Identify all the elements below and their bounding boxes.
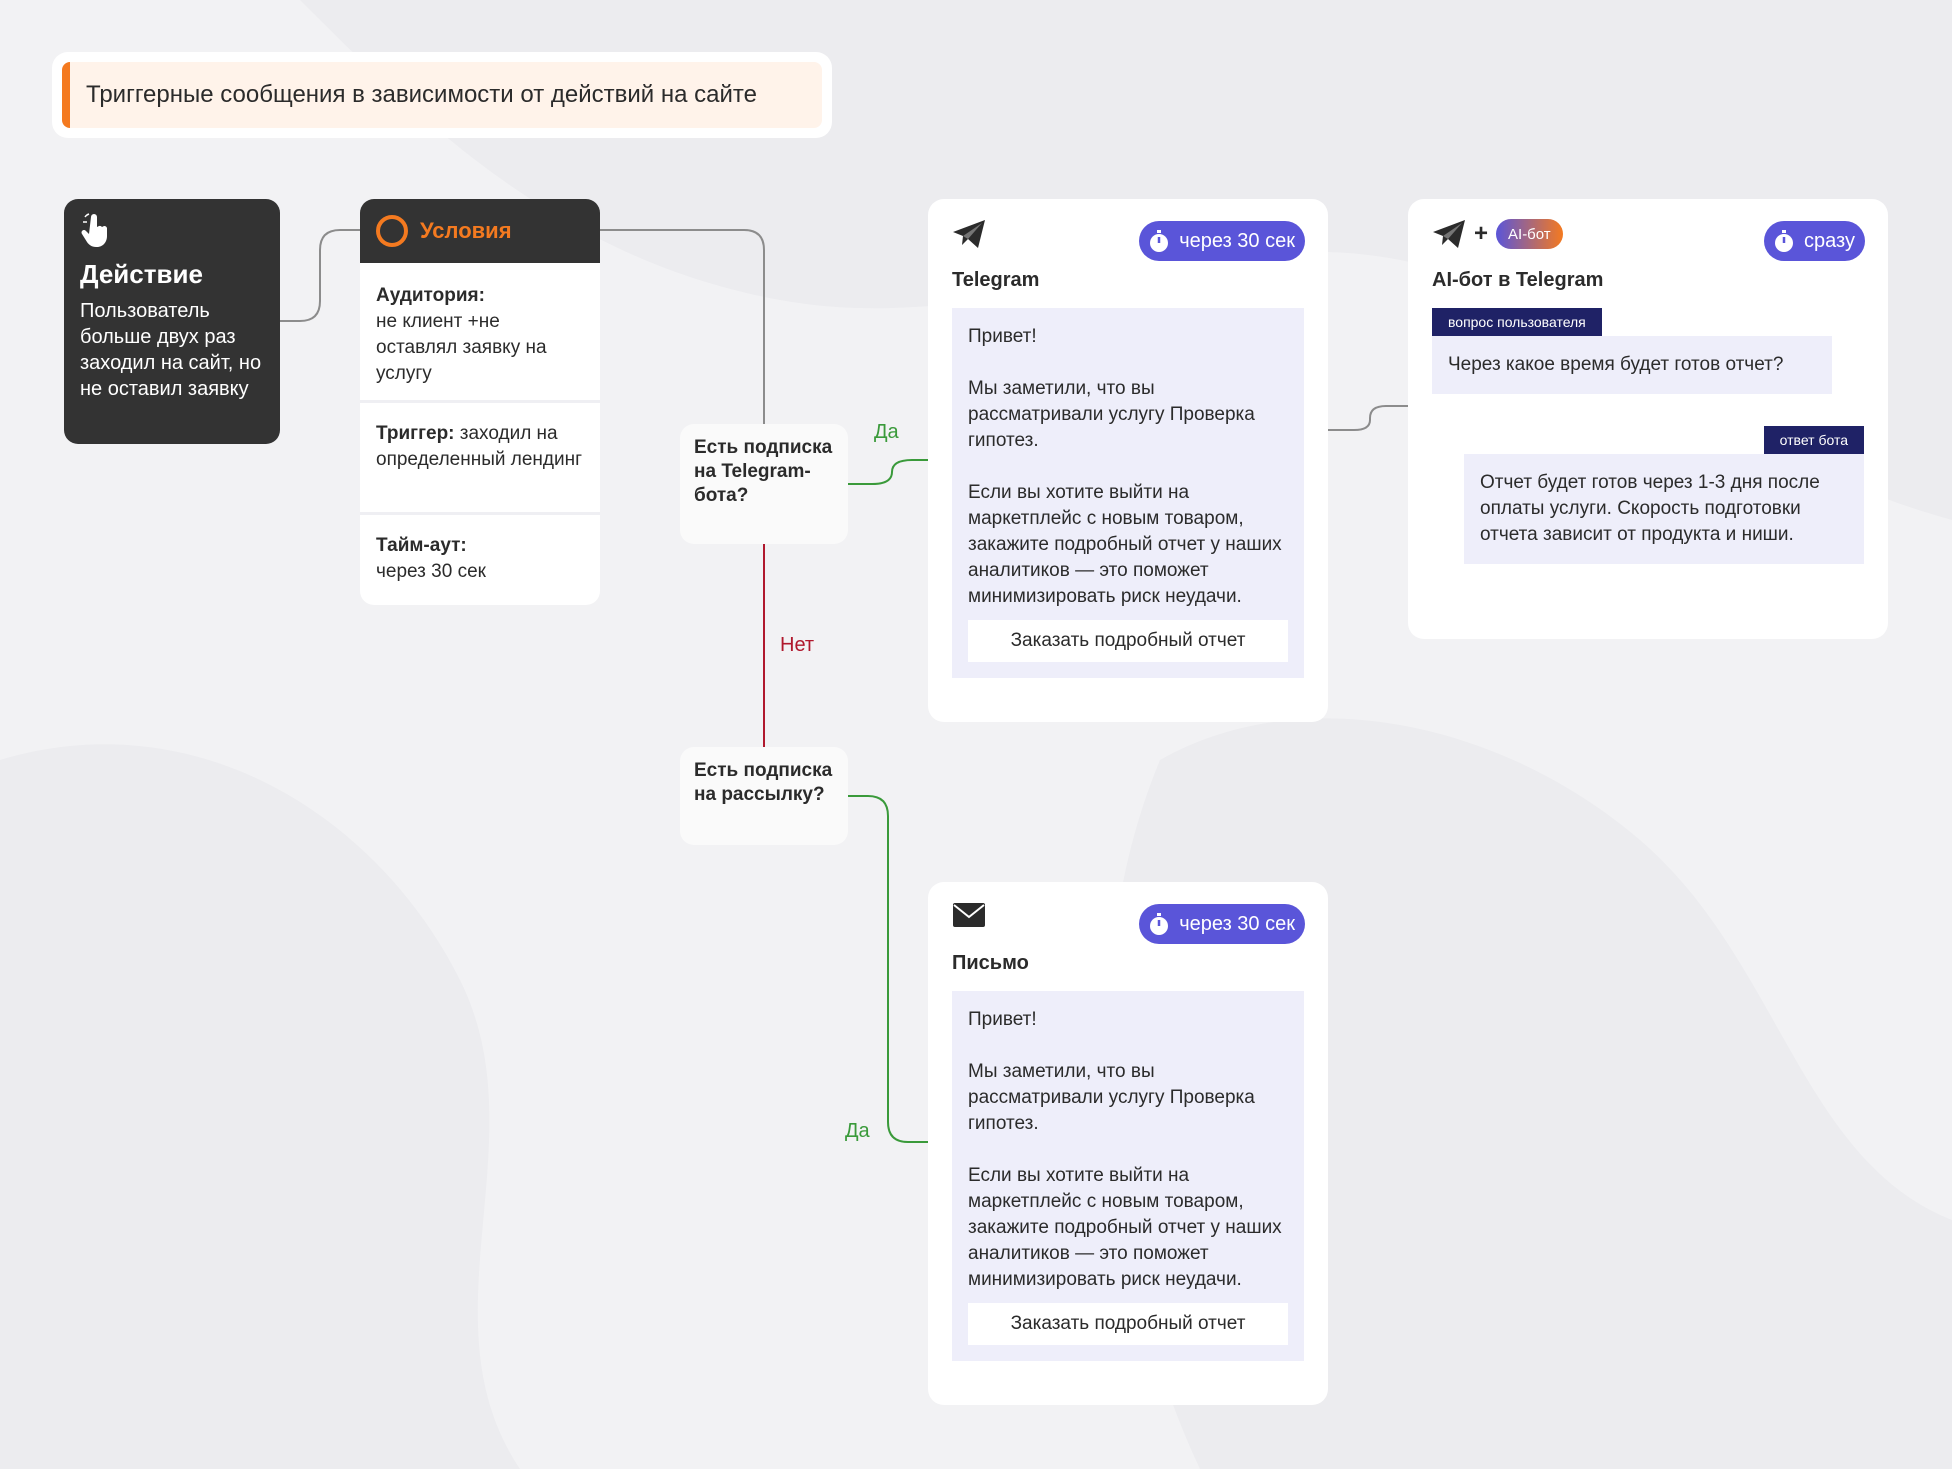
ai-bot-badge: AI-бот bbox=[1496, 219, 1563, 249]
timer-label: через 30 сек bbox=[1179, 229, 1295, 252]
trigger-label: Триггер: bbox=[376, 423, 455, 444]
timer-badge: сразу bbox=[1764, 221, 1865, 261]
stopwatch-icon bbox=[1775, 230, 1794, 252]
audience-label: Аудитория: bbox=[376, 285, 485, 306]
timer-label: сразу bbox=[1804, 229, 1855, 252]
edge-label-no: Нет bbox=[780, 634, 815, 656]
conditions-title: Условия bbox=[420, 218, 512, 243]
timer-badge: через 30 сек bbox=[1139, 904, 1305, 944]
header-banner: Триггерные сообщения в зависимости от де… bbox=[62, 62, 822, 128]
decision-newsletter: Есть подписка на рассылку? bbox=[680, 747, 848, 845]
timeout-label: Тайм-аут: bbox=[376, 535, 467, 556]
order-report-button[interactable]: Заказать подробный отчет bbox=[968, 1303, 1288, 1345]
action-node: Действие Пользователь больше двух раз за… bbox=[64, 199, 280, 444]
email-card: через 30 сек Письмо Привет! Мы заметили,… bbox=[928, 882, 1328, 1405]
audience-value: не клиент +не оставлял заявку на услугу bbox=[376, 311, 547, 384]
ai-bot-card: + AI-бот сразу AI-бот в Telegram вопрос … bbox=[1408, 199, 1888, 639]
telegram-card: через 30 сек Telegram Привет! Мы заметил… bbox=[928, 199, 1328, 722]
telegram-icon bbox=[953, 220, 985, 248]
timer-label: через 30 сек bbox=[1179, 912, 1295, 935]
envelope-icon bbox=[953, 903, 985, 927]
trigger-value: заходил на определенный лендинг bbox=[376, 423, 583, 470]
conditions-header: Условия bbox=[360, 199, 600, 263]
conditions-node: Условия Аудитория: не клиент +не оставля… bbox=[360, 199, 600, 605]
audience-section: Аудитория: не клиент +не оставлял заявку… bbox=[360, 263, 600, 403]
bot-answer-bubble: Отчет будет готов через 1-3 дня после оп… bbox=[1464, 454, 1864, 564]
trigger-section: Триггер: заходил на определенный лендинг bbox=[360, 403, 600, 515]
answer-tag: ответ бота bbox=[1763, 426, 1864, 454]
channel-name: Telegram bbox=[952, 269, 1040, 291]
channel-name: Письмо bbox=[952, 952, 1029, 974]
message-paragraph: Если вы хотите выйти на маркетплейс с но… bbox=[968, 1165, 1282, 1290]
order-report-button[interactable]: Заказать подробный отчет bbox=[968, 620, 1288, 662]
action-text: Пользователь больше двух раз заходил на … bbox=[80, 300, 262, 400]
stopwatch-icon bbox=[1150, 230, 1169, 252]
user-question-bubble: Через какое время будет готов отчет? bbox=[1432, 336, 1832, 394]
message-paragraph: Мы заметили, что вы рассматривали услугу… bbox=[968, 378, 1255, 451]
header-card: Триггерные сообщения в зависимости от де… bbox=[52, 52, 832, 138]
telegram-icon bbox=[1433, 220, 1465, 248]
action-title: Действие bbox=[80, 259, 203, 289]
message-greeting: Привет! bbox=[968, 326, 1037, 347]
decision-telegram: Есть подписка на Telegram-бота? bbox=[680, 424, 848, 544]
edge-label-yes-mail: Да bbox=[845, 1120, 870, 1142]
timeout-section: Тайм-аут: через 30 сек bbox=[360, 515, 600, 602]
page-title: Триггерные сообщения в зависимости от де… bbox=[86, 81, 757, 108]
pointer-hand-icon bbox=[81, 213, 107, 247]
message-bubble: Привет! Мы заметили, что вы рассматривал… bbox=[952, 308, 1304, 678]
plus-sign: + bbox=[1474, 220, 1489, 247]
message-paragraph: Если вы хотите выйти на маркетплейс с но… bbox=[968, 482, 1282, 607]
message-bubble: Привет! Мы заметили, что вы рассматривал… bbox=[952, 991, 1304, 1361]
timer-badge: через 30 сек bbox=[1139, 221, 1305, 261]
ring-icon bbox=[376, 215, 408, 247]
channel-name: AI-бот в Telegram bbox=[1432, 269, 1604, 291]
question-tag: вопрос пользователя bbox=[1432, 308, 1602, 336]
message-greeting: Привет! bbox=[968, 1009, 1037, 1030]
edge-label-yes-telegram: Да bbox=[874, 421, 899, 443]
stopwatch-icon bbox=[1150, 913, 1169, 935]
message-paragraph: Мы заметили, что вы рассматривали услугу… bbox=[968, 1061, 1255, 1134]
timeout-value: через 30 сек bbox=[376, 561, 486, 582]
